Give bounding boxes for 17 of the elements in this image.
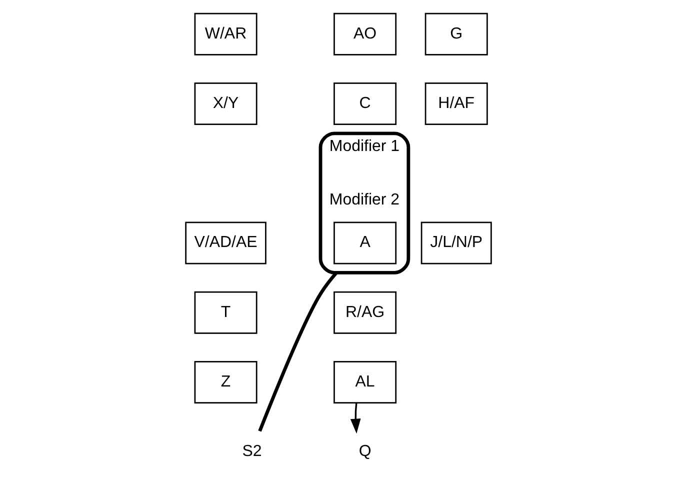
node-box: R/AG (333, 290, 396, 334)
arrow (350, 402, 360, 434)
node-box: X/Y (194, 82, 257, 124)
node-box: AO (333, 12, 396, 55)
node-box: T (194, 290, 257, 334)
node-box: H/AF (424, 82, 488, 124)
node-box: G (424, 12, 488, 55)
node-box: W/AR (194, 12, 257, 55)
node-box: A (333, 221, 396, 264)
node-box: Z (194, 360, 257, 403)
node-text: Q (358, 442, 371, 460)
node-text: S2 (242, 442, 262, 460)
node-box: AL (333, 360, 396, 403)
connector (258, 271, 338, 432)
node-box: C (333, 82, 396, 124)
node-box: J/L/N/P (420, 221, 492, 264)
node-box: V/AD/AE (184, 221, 266, 264)
